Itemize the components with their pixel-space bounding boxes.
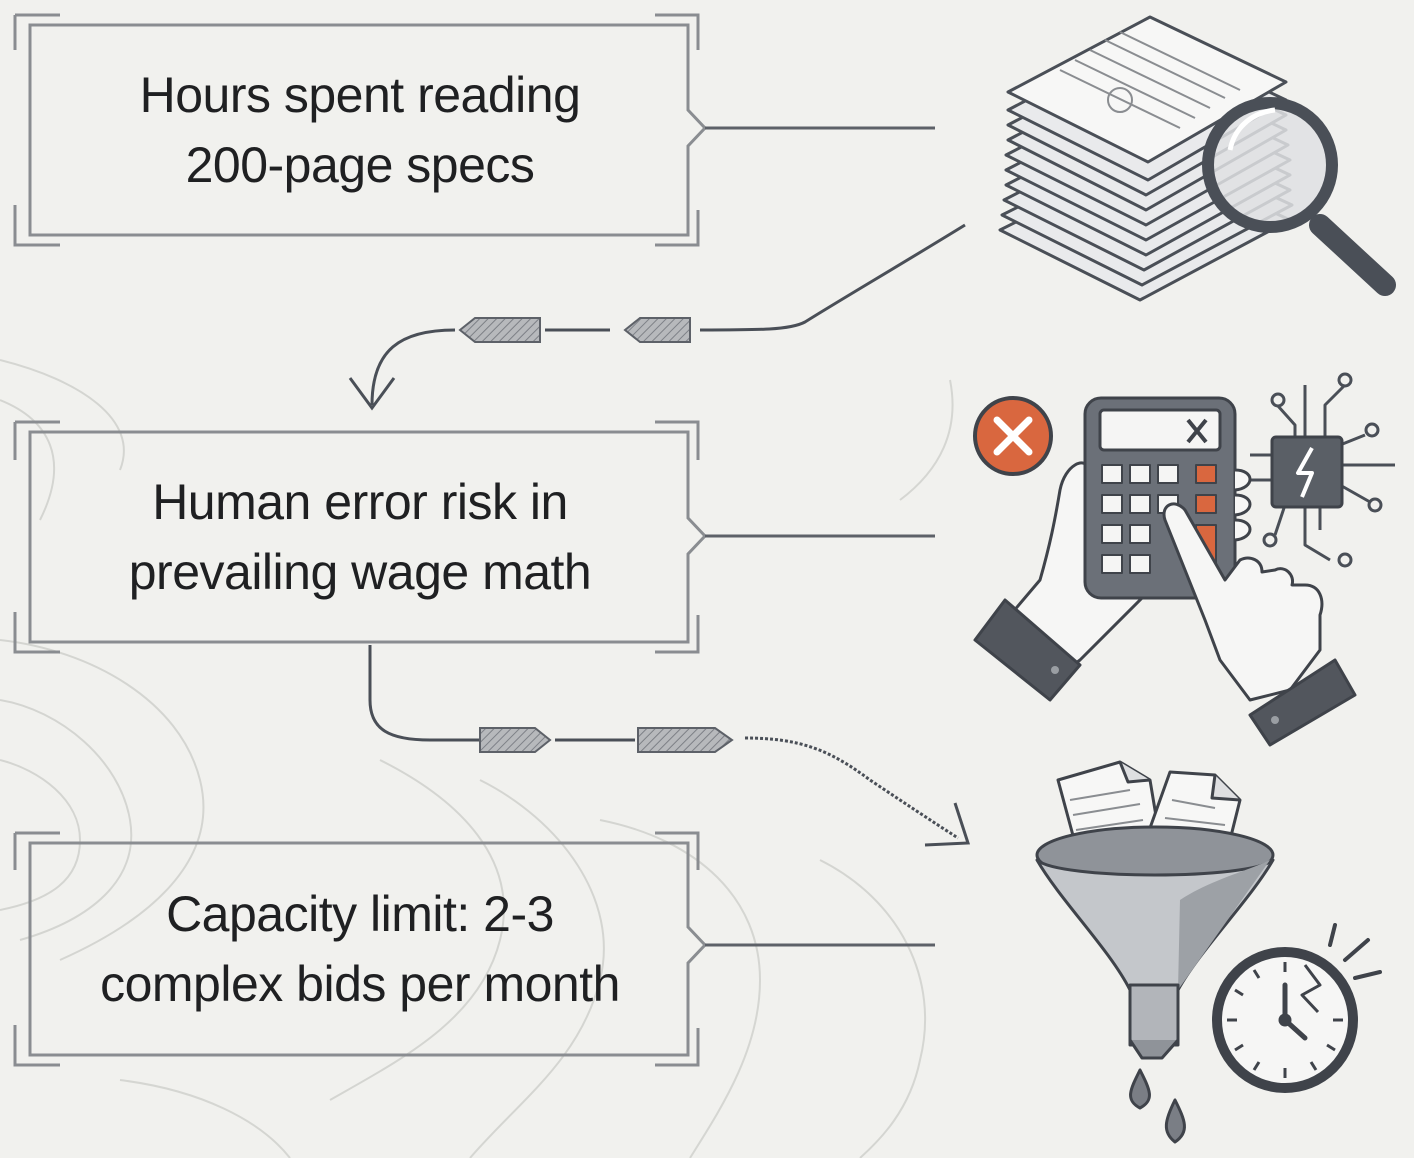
step-3-line-1: Capacity limit: 2-3 [166,886,554,942]
hatched-arrow-right-2 [637,727,734,753]
step-1-label: Hours spent reading 200-page specs [40,30,680,230]
connector-1-to-2 [348,223,966,411]
hatched-arrow-left-1 [623,317,691,343]
hatched-arrow-left-2 [458,317,541,343]
topographic-background [0,359,954,1158]
step-2-line-1: Human error risk in [152,474,568,530]
step-1-line-2: 200-page specs [185,137,535,193]
step-3-label: Capacity limit: 2-3 complex bids per mon… [40,848,680,1050]
step-3-line-2: complex bids per month [100,956,620,1012]
document-stack-magnifier-icon [998,15,1396,302]
step-1-line-1: Hours spent reading [139,67,581,123]
step-1-frame [13,13,935,247]
step-2-frame [13,420,935,654]
calculator-error-circuit-icon [973,372,1395,747]
connector-2-to-3 [368,645,971,847]
funnel-clock-icon [1035,760,1382,1144]
step-3-frame [13,831,935,1067]
hatched-arrow-right-1 [479,727,552,753]
step-2-label: Human error risk in prevailing wage math [40,437,680,637]
step-2-line-2: prevailing wage math [128,544,592,600]
